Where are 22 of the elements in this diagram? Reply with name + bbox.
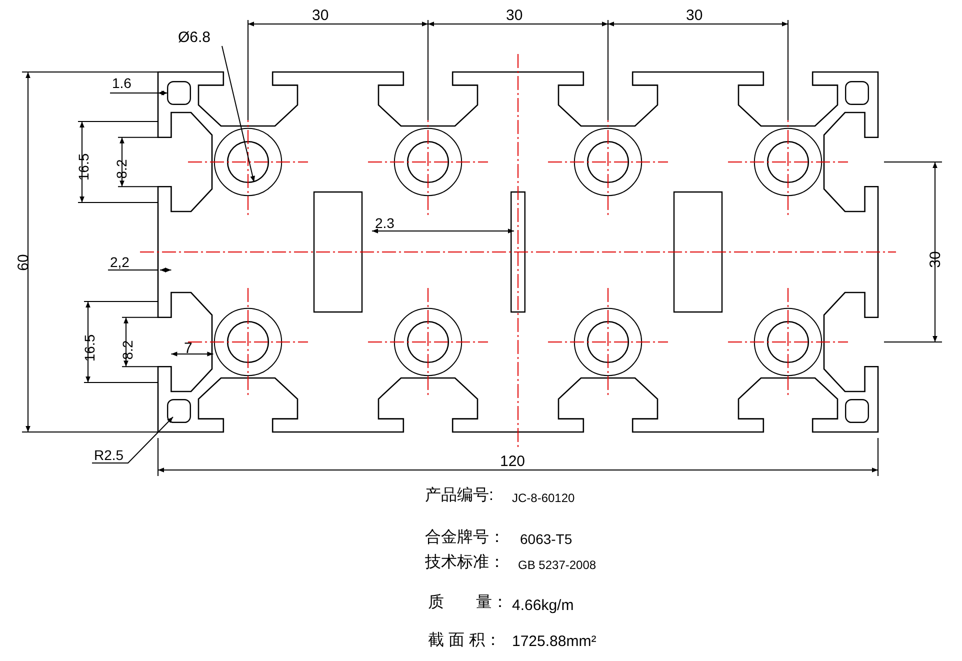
spec-label: 技术标准： [425, 555, 505, 571]
radius-label: R2.5 [94, 448, 124, 462]
spec-label: 质 量： [428, 595, 508, 611]
spec-label: 产品编号: [425, 488, 494, 504]
dimension-label: 30 [506, 8, 523, 23]
diameter-label: Ø6.8 [178, 30, 211, 45]
dimension-label: 30 [312, 8, 329, 23]
spec-label: 合金牌号： [425, 530, 505, 546]
spec-value: 6063-T5 [520, 532, 572, 546]
spec-label: 截 面 积： [428, 633, 501, 649]
dimension-label: 2.3 [375, 216, 394, 230]
spec-value: 4.66kg/m [512, 598, 574, 613]
dimension-label: 120 [500, 454, 526, 469]
spec-value: GB 5237-2008 [518, 559, 596, 571]
spec-value: 1725.88mm² [512, 634, 596, 649]
dimension-label: 1.6 [112, 76, 132, 90]
dimension-label: 16.5 [76, 153, 91, 181]
dimension-label: 2,2 [110, 255, 130, 269]
spec-value: JC-8-60120 [512, 492, 575, 504]
dimension-label: 16.5 [82, 334, 97, 362]
dimension-label: 7 [184, 341, 192, 356]
dimension-label: 30 [686, 8, 703, 23]
